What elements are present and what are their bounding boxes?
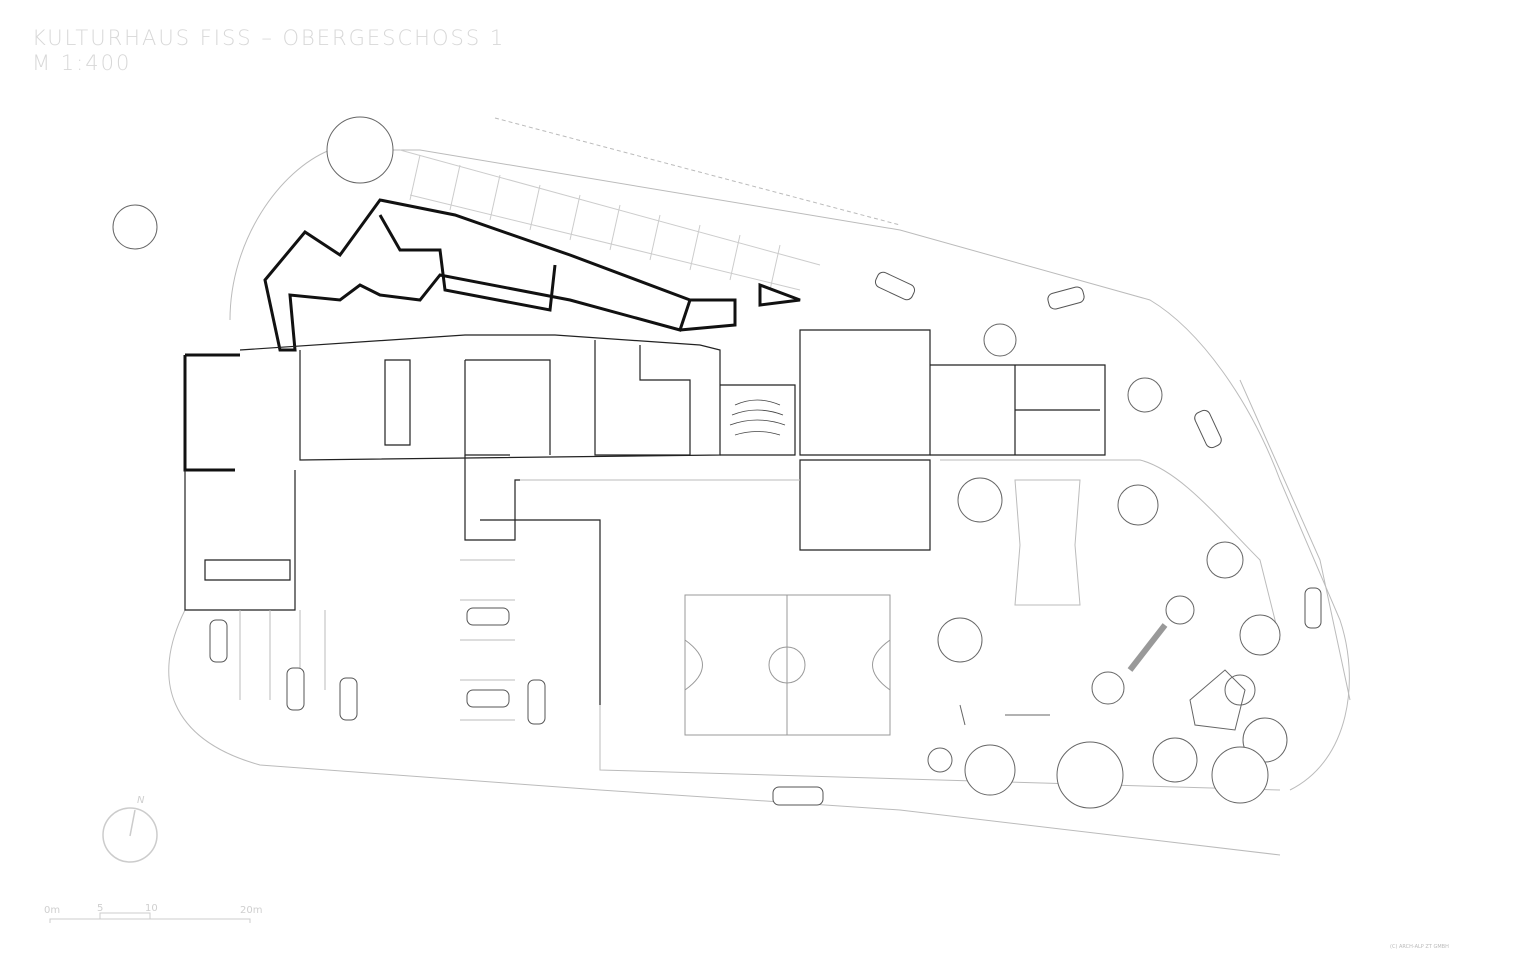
scale-bar: 0m 5 10 20m <box>44 903 262 923</box>
plan-title-line: KULTURHAUS FISS – OBERGESCHOSS 1 <box>32 26 506 50</box>
playground <box>959 479 1246 731</box>
scale-tick: 5 <box>97 903 103 914</box>
plan-scale: M 1:400 <box>32 51 132 75</box>
cars <box>209 271 1322 806</box>
site-outline <box>168 117 1351 856</box>
paths <box>239 459 1281 791</box>
scale-tick: 10 <box>145 903 158 914</box>
building-walls <box>183 198 801 472</box>
scale-tick: 20m <box>240 905 262 916</box>
trees <box>112 116 1288 809</box>
north-arrow: N <box>102 795 158 863</box>
auditorium-seating <box>729 399 786 436</box>
scale-tick: 0m <box>44 905 60 916</box>
parking-north <box>399 149 821 291</box>
plan-title: KULTURHAUS FISS – OBERGESCHOSS 1 M 1:400 <box>32 26 505 76</box>
copyright: (C) ARCH-ALP ZT GMBH <box>1390 944 1449 950</box>
north-label: N <box>137 795 145 806</box>
sports-field <box>684 594 891 736</box>
